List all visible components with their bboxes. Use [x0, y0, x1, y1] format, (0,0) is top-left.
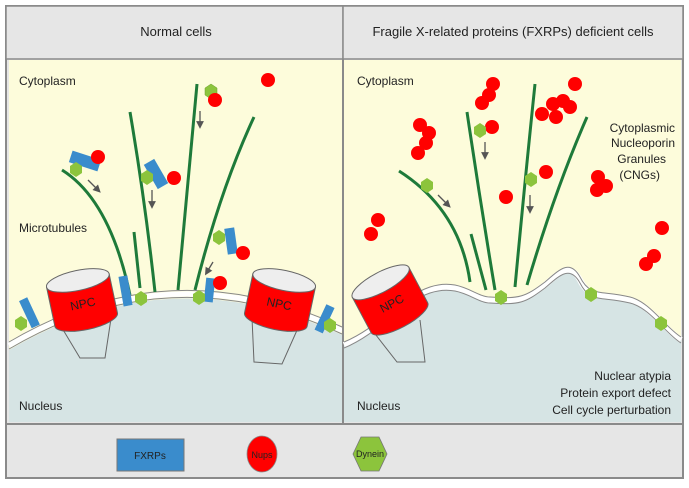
left-panel: NPC NPC Cytoplasm Microtubules Nucleus	[7, 60, 344, 422]
legend: FXRPs Nups Dynein	[116, 435, 388, 473]
svg-text:Nuclear atypia: Nuclear atypia	[594, 369, 671, 383]
legend-fxrps-swatch	[116, 438, 185, 472]
right-transport-arrows	[437, 142, 534, 214]
left-npc-2: NPC	[244, 268, 317, 365]
svg-text:Nucleoporin: Nucleoporin	[611, 136, 675, 150]
svg-text:Protein export defect: Protein export defect	[560, 386, 671, 400]
left-transport-arrows	[87, 111, 214, 276]
legend-fxrps-label: FXRPs	[134, 451, 166, 462]
right-header	[342, 5, 684, 60]
left-npc-1: NPC	[45, 268, 118, 359]
right-panel: NPC Cytoplasm Cytoplasmic Nucleoporin Gr…	[342, 60, 683, 422]
left-panel-title: Normal cells	[140, 24, 212, 39]
left-npc-2-label: NPC	[265, 294, 293, 313]
svg-text:(CNGs): (CNGs)	[619, 168, 660, 182]
svg-text:Cytoplasmic: Cytoplasmic	[610, 121, 675, 135]
right-dynein-motors	[421, 123, 667, 331]
right-cytoplasm-label: Cytoplasm	[357, 74, 414, 88]
left-npc-1-label: NPC	[69, 294, 97, 313]
legend-nups-label: Nups	[251, 450, 273, 460]
microtubules-label: Microtubules	[19, 221, 87, 235]
phenotype-list: Nuclear atypia Protein export defect Cel…	[552, 369, 671, 417]
left-cytoplasm-label: Cytoplasm	[19, 74, 76, 88]
left-nucleus-label: Nucleus	[19, 399, 62, 413]
legend-dynein-label: Dynein	[356, 449, 384, 459]
right-nucleus-label: Nucleus	[357, 399, 400, 413]
right-npc: NPC	[351, 264, 429, 363]
legend-dynein-swatch	[352, 436, 388, 472]
right-nucleus	[344, 270, 681, 422]
svg-text:Cell cycle perturbation: Cell cycle perturbation	[552, 403, 671, 417]
right-nup-granules	[364, 77, 669, 271]
left-microtubules	[61, 83, 256, 296]
left-cargo-complexes	[15, 73, 336, 334]
right-panel-title: Fragile X-related proteins (FXRPs) defic…	[372, 24, 654, 39]
left-header	[5, 5, 344, 60]
svg-text:Granules: Granules	[617, 152, 666, 166]
cng-label: Cytoplasmic Nucleoporin Granules (CNGs)	[610, 121, 675, 182]
legend-nups-swatch	[246, 435, 278, 473]
